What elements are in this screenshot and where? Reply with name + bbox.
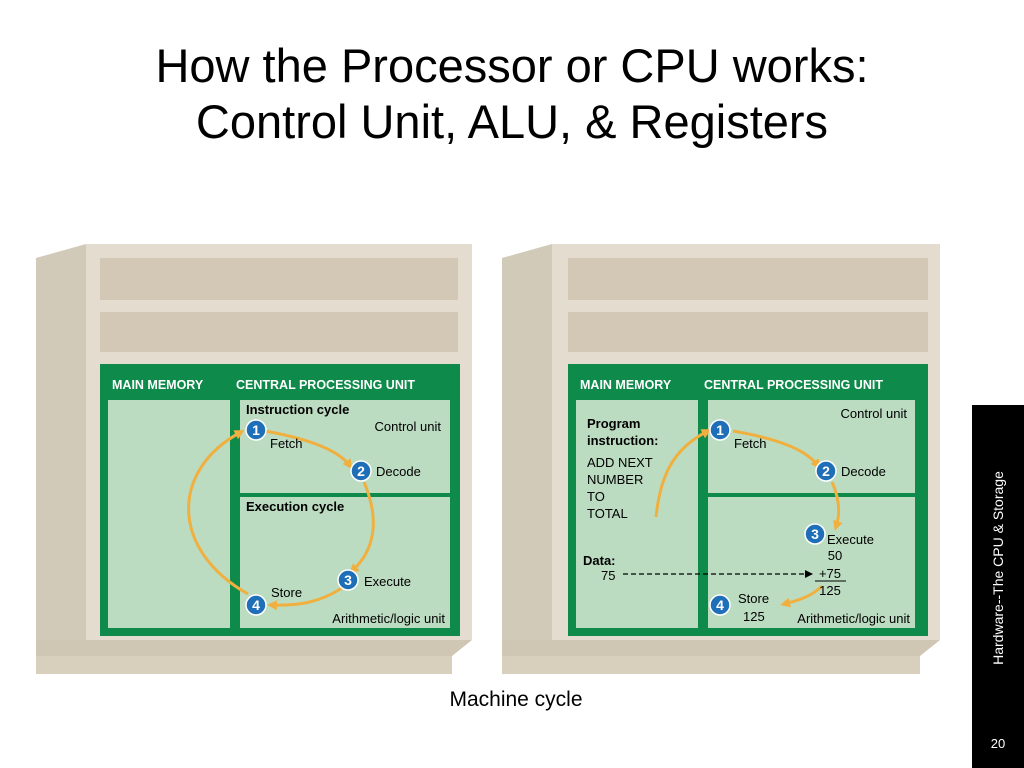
left-step-3-badge [337, 569, 359, 591]
right-alu-label: Arithmetic/logic unit [797, 611, 910, 626]
right-cabinet-side [502, 244, 552, 656]
left-step-4-label: Store [271, 585, 302, 600]
right-arrow-decode-to-execute [830, 481, 843, 531]
left-arrow-fetch-to-decode [264, 429, 353, 470]
left-step-1-number: 1 [252, 422, 260, 438]
right-step-1: 1 Fetch [709, 419, 767, 451]
right-cabinet: MAIN MEMORY CENTRAL PROCESSING UNIT Prog… [502, 244, 940, 674]
right-control-unit-label: Control unit [841, 406, 908, 421]
right-drawer-2 [568, 312, 928, 352]
left-arrow-store-to-fetch [187, 430, 249, 596]
right-execute-value-2: +75 [819, 566, 841, 581]
left-arrow-execute-to-store [267, 586, 343, 611]
right-execute-value-3: 125 [819, 583, 841, 598]
right-instruction-line-1: ADD NEXT [587, 455, 653, 470]
right-cpu-header: CENTRAL PROCESSING UNIT [704, 378, 883, 392]
right-main-memory-area [576, 400, 698, 628]
left-step-1-badge [245, 419, 267, 441]
right-drawer-1 [568, 258, 928, 300]
left-step-3-number: 3 [344, 572, 352, 588]
right-main-memory-header: MAIN MEMORY [580, 378, 672, 392]
right-step-4-badge [709, 594, 731, 616]
left-execution-cycle-label: Execution cycle [246, 499, 344, 514]
figure-caption: Machine cycle [449, 688, 583, 711]
left-main-memory-header: MAIN MEMORY [112, 378, 204, 392]
right-instruction-line-2: NUMBER [587, 472, 643, 487]
left-step-2: 2 Decode [350, 460, 421, 482]
left-arrow-decode-to-execute [349, 481, 375, 574]
right-data-label: Data: [583, 553, 616, 568]
right-step-1-number: 1 [716, 422, 724, 438]
right-data-value: 75 [601, 568, 615, 583]
right-arrow-fetch-to-decode [732, 429, 821, 470]
left-drawer-1 [100, 258, 458, 300]
left-control-unit-area [240, 400, 450, 493]
right-step-3: 3 Execute [804, 523, 874, 547]
title-line-2: Control Unit, ALU, & Registers [195, 95, 829, 148]
left-drawer-2 [100, 312, 458, 352]
right-program-instruction-label-1: Program [587, 416, 640, 431]
right-step-4-label: Store [738, 591, 769, 606]
right-step-2-label: Decode [841, 464, 886, 479]
right-instruction-line-4: TOTAL [587, 506, 628, 521]
right-cabinet-base [502, 656, 920, 674]
right-step-2: 2 Decode [815, 460, 886, 482]
left-step-2-badge [350, 460, 372, 482]
right-store-value: 125 [743, 609, 765, 624]
right-control-unit-area [708, 400, 915, 493]
right-arrow-execute-to-store [780, 584, 824, 608]
right-step-3-label: Execute [827, 532, 874, 547]
right-step-4: 4 Store [709, 591, 769, 616]
page-number: 20 [990, 736, 1006, 751]
right-arrow-program-to-fetch [654, 429, 712, 518]
left-cabinet: MAIN MEMORY CENTRAL PROCESSING UNIT Inst… [36, 244, 472, 674]
right-step-4-number: 4 [716, 597, 724, 613]
right-step-3-badge [804, 523, 826, 545]
left-cabinet-base [36, 656, 452, 674]
right-alu-area [708, 497, 915, 628]
title-line-1: How the Processor or CPU works: [155, 39, 869, 92]
left-step-1-label: Fetch [270, 436, 303, 451]
slide-title: How the Processor or CPU works: Control … [0, 38, 1024, 150]
left-instruction-cycle-label: Instruction cycle [246, 402, 349, 417]
right-step-1-label: Fetch [734, 436, 767, 451]
left-main-memory-area [108, 400, 230, 628]
right-step-2-number: 2 [822, 463, 830, 479]
right-program-instruction-label-2: instruction: [587, 433, 659, 448]
left-alu-area [240, 497, 450, 628]
left-control-unit-label: Control unit [375, 419, 442, 434]
left-step-3-label: Execute [364, 574, 411, 589]
left-step-3: 3 Execute [337, 569, 411, 591]
left-step-4-badge [245, 594, 267, 616]
right-step-2-badge [815, 460, 837, 482]
left-step-1: 1 Fetch [245, 419, 303, 451]
right-instruction-line-3: TO [587, 489, 605, 504]
right-step-1-badge [709, 419, 731, 441]
left-step-2-number: 2 [357, 463, 365, 479]
right-cabinet-base-top [502, 640, 940, 656]
right-step-3-number: 3 [811, 526, 819, 542]
right-execute-value-1: 50 [828, 548, 842, 563]
left-step-4-number: 4 [252, 597, 260, 613]
left-cabinet-base-top [36, 640, 472, 656]
left-step-2-label: Decode [376, 464, 421, 479]
left-cabinet-side [36, 244, 86, 656]
sidebar-band [972, 405, 1024, 768]
sidebar-label: Hardware--The CPU & Storage [990, 471, 1006, 665]
left-step-4: 4 Store [245, 585, 302, 616]
left-alu-label: Arithmetic/logic unit [332, 611, 445, 626]
left-cpu-header: CENTRAL PROCESSING UNIT [236, 378, 415, 392]
